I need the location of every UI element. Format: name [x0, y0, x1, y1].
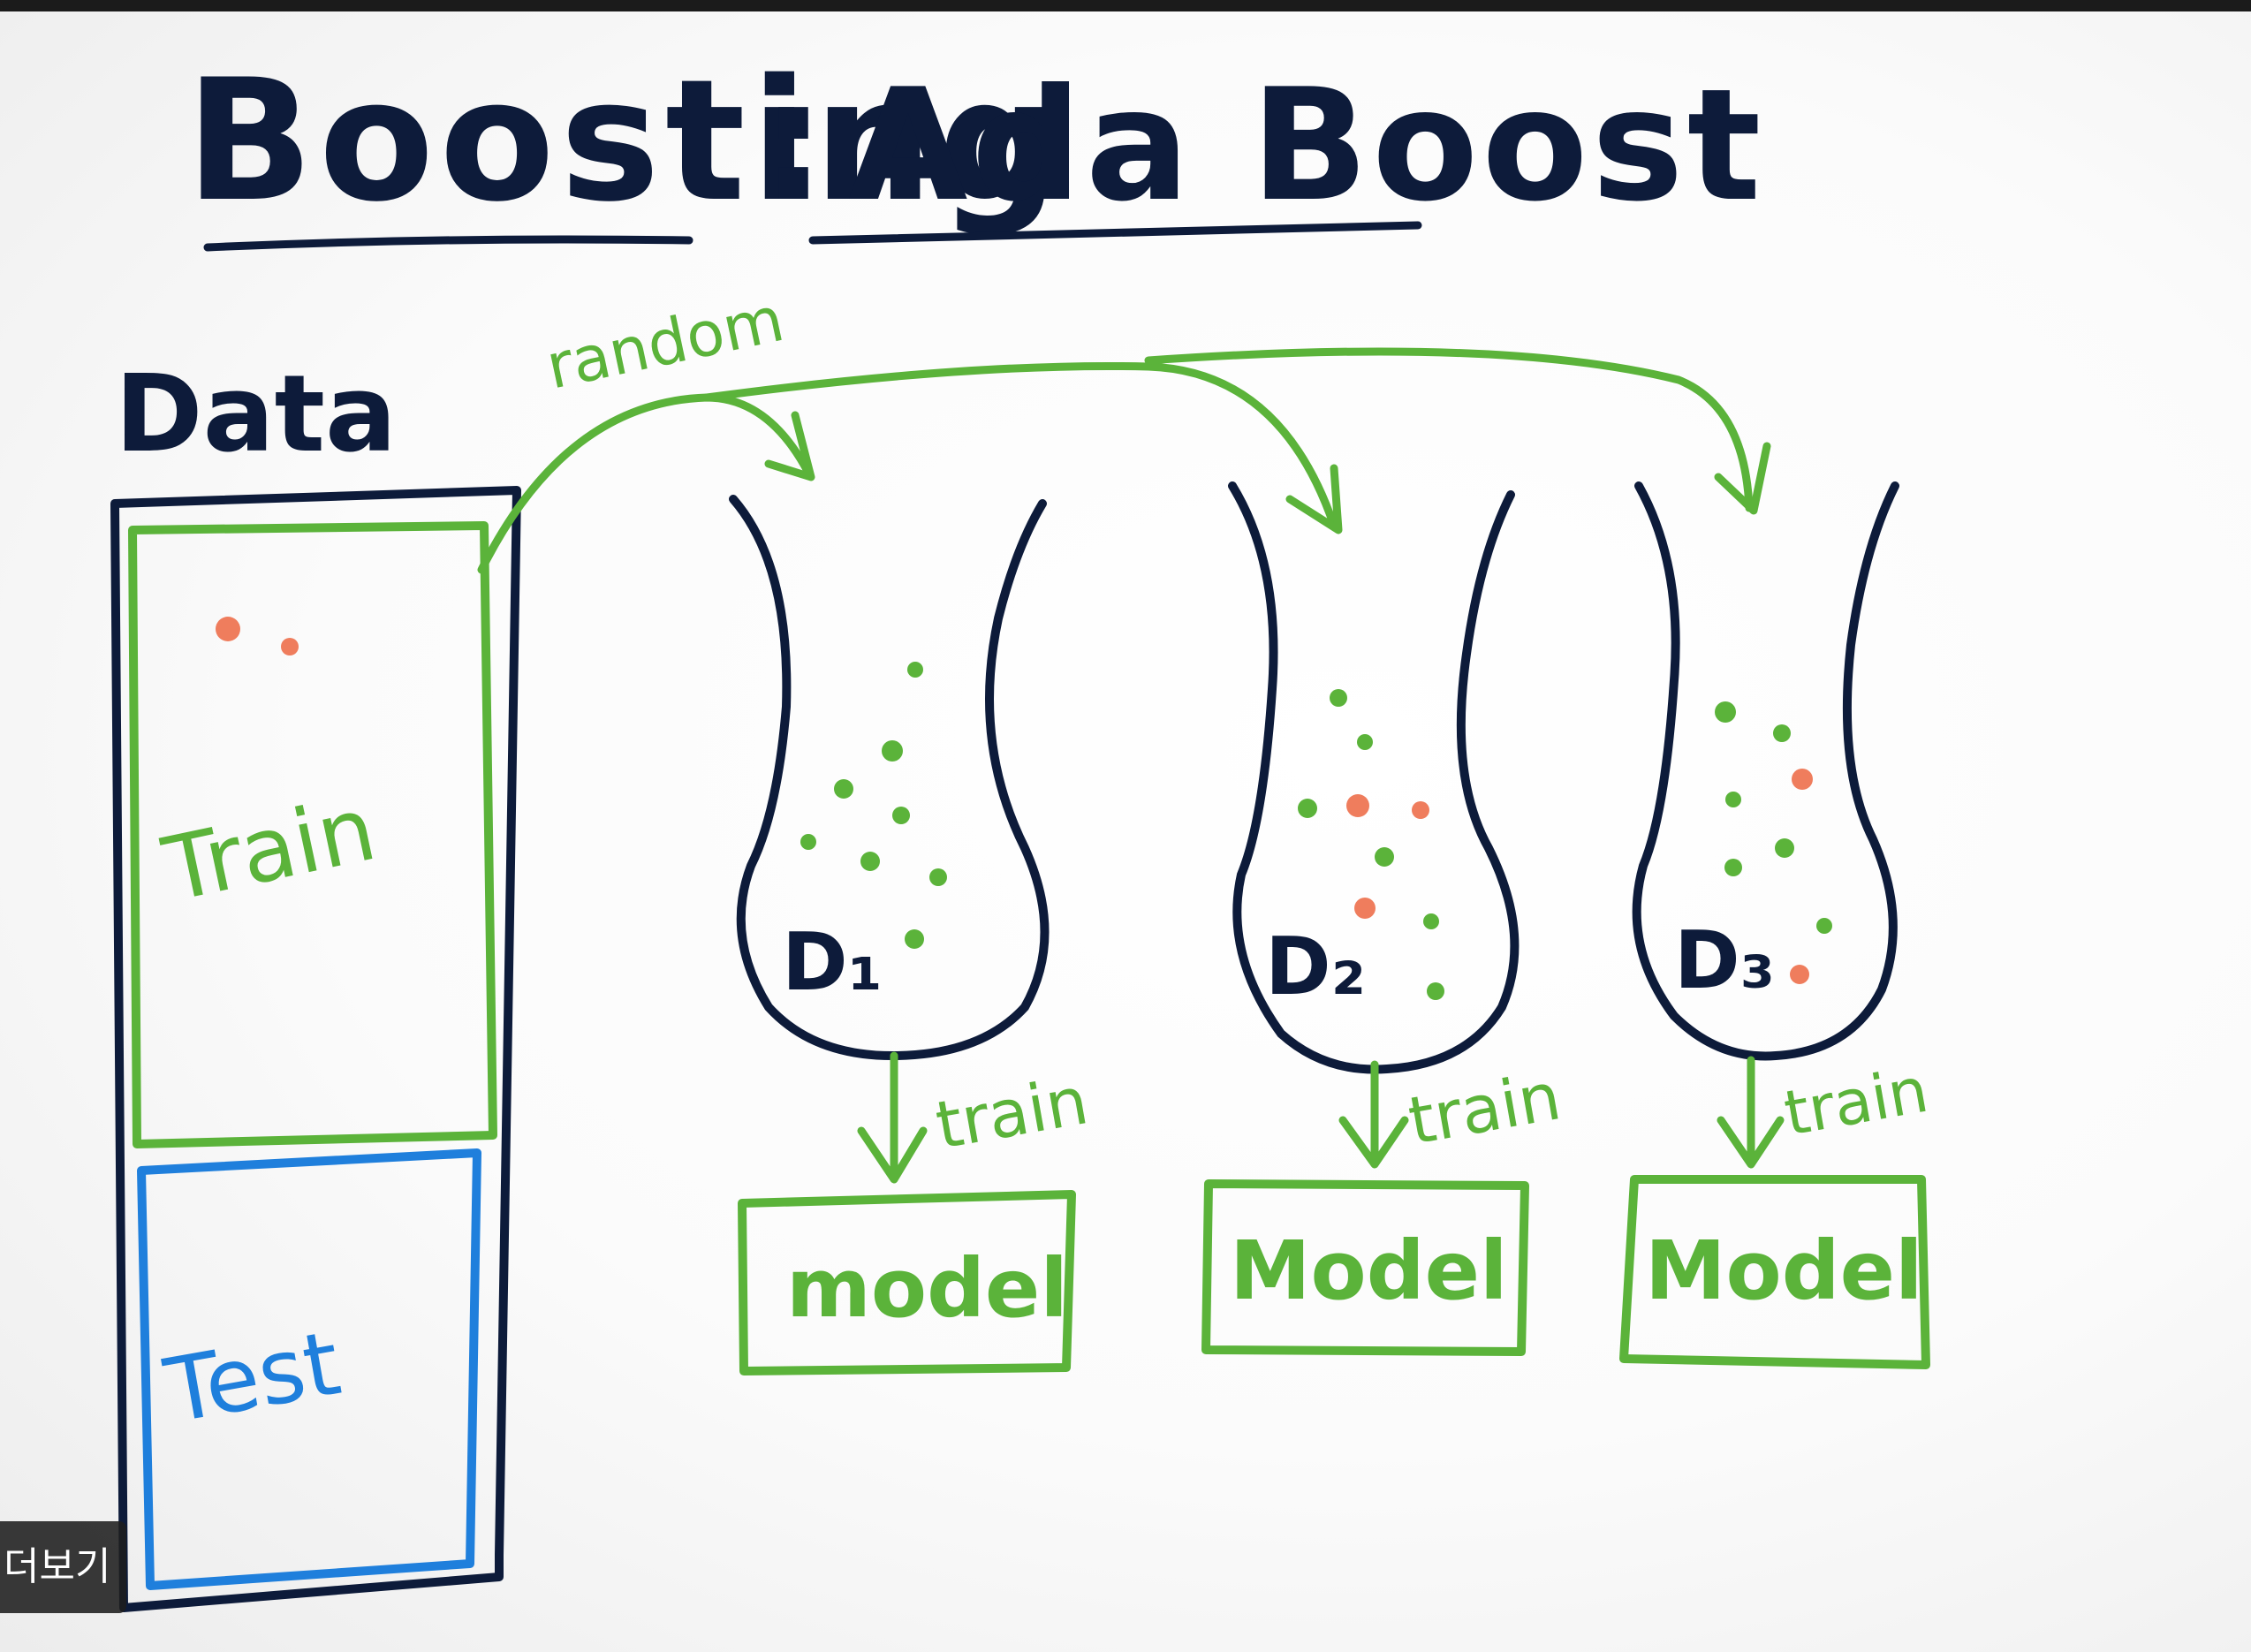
dataset-flask-d3	[1632, 481, 1899, 1061]
train-arrow-d1	[857, 1051, 928, 1184]
d2-points	[1298, 689, 1444, 1000]
model-label-d2: Model	[1230, 1224, 1508, 1318]
model-label-d1: model	[786, 1241, 1068, 1336]
sample-point	[1330, 689, 1347, 707]
sample-point	[1357, 734, 1373, 750]
title-colon: :	[760, 43, 827, 239]
video-top-bar	[0, 0, 2251, 11]
sample-point	[929, 868, 947, 886]
data-label: Data	[115, 353, 397, 476]
dataset-flask-d2	[1228, 481, 1520, 1074]
data-outer-box	[110, 486, 521, 1612]
train-arrow-d3	[1717, 1056, 1785, 1169]
random-arrow-d2	[702, 361, 1338, 530]
misclassified-point	[216, 617, 240, 641]
sample-point	[1427, 982, 1444, 1000]
sample-point	[1790, 965, 1809, 984]
sample-point	[1775, 838, 1794, 858]
dataset-label-d1: D₁	[782, 916, 883, 1009]
train-label-d1: train	[930, 1063, 1094, 1164]
sample-point	[1375, 847, 1394, 867]
random-label: random	[540, 283, 790, 404]
random-arrow-d3-head	[1714, 442, 1771, 515]
more-button[interactable]: 더보기	[0, 1521, 127, 1613]
sample-point	[907, 662, 923, 678]
sample-point	[1792, 769, 1813, 790]
random-arrow-d2-head	[1285, 464, 1343, 534]
dataset-label-d3: D₃	[1674, 914, 1775, 1007]
sample-point	[860, 852, 880, 871]
title-ada-boost: Ada Boost	[848, 57, 1764, 236]
sample-point	[1725, 792, 1741, 807]
train-label-d2: train	[1403, 1058, 1566, 1160]
sample-point	[800, 834, 816, 850]
sample-point	[1773, 724, 1791, 742]
random-arrow-d1	[477, 393, 813, 574]
model-box-d1	[738, 1190, 1076, 1375]
train-label-d3: train	[1779, 1054, 1934, 1150]
model-box-d3	[1619, 1175, 1930, 1369]
sample-point	[834, 779, 853, 799]
train-box	[128, 521, 497, 1148]
sample-point	[1715, 701, 1736, 723]
title-underline-right	[808, 221, 1422, 245]
sample-point	[1346, 794, 1369, 817]
sample-point	[1354, 898, 1376, 919]
sample-point	[1412, 801, 1429, 819]
test-box	[137, 1148, 481, 1590]
sample-point	[892, 807, 910, 824]
dataset-label-d2: D₂	[1265, 921, 1366, 1013]
d3-points	[1715, 701, 1832, 984]
random-arrow-d3	[1144, 347, 1754, 512]
model-label-d3: Model	[1645, 1224, 1923, 1318]
dataset-flask-d1	[729, 495, 1050, 1061]
title-underline-left	[203, 235, 693, 252]
title-boosting: Boosting	[186, 43, 1064, 239]
sample-point	[1816, 918, 1832, 934]
model-box-d2	[1201, 1179, 1529, 1356]
whiteboard-background	[0, 11, 2251, 1652]
test-label: Test	[157, 1311, 347, 1444]
random-arrow-d1-head	[764, 411, 815, 481]
sample-point	[1298, 799, 1317, 818]
misclassified-point	[281, 638, 299, 655]
sample-point	[882, 740, 903, 762]
d1-points	[800, 662, 947, 949]
sample-point	[1724, 859, 1742, 876]
sample-point	[905, 929, 924, 949]
train-label: Train	[155, 777, 384, 922]
sample-point	[1423, 913, 1439, 929]
train-arrow-d2	[1338, 1060, 1409, 1169]
